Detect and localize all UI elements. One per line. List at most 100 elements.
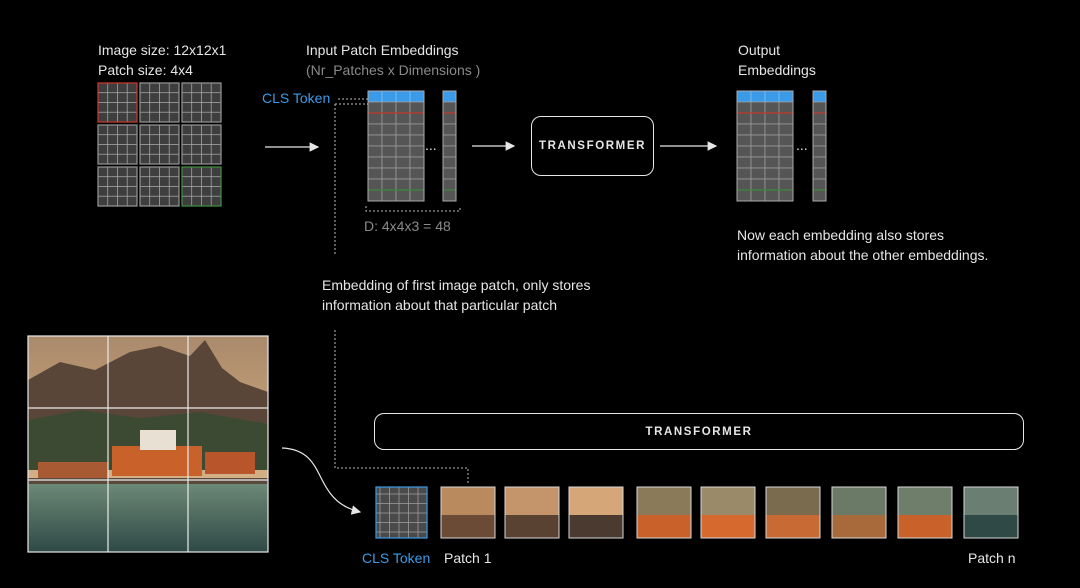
embedding-cell	[778, 145, 794, 158]
patch-1-label: Patch 1	[444, 550, 492, 566]
input-embeddings-title: Input Patch Embeddings	[306, 42, 459, 58]
embedding-cell	[442, 101, 457, 114]
bottom-transformer-box: TRANSFORMER	[374, 413, 1024, 450]
embedding-cell	[395, 123, 411, 136]
embedding-cell	[750, 112, 766, 125]
image-patch	[97, 82, 138, 123]
embedding-cell	[367, 134, 383, 147]
bottom-cls-token-label: CLS Token	[362, 550, 431, 566]
embedding-cell	[750, 189, 766, 202]
embedding-cell	[381, 167, 397, 180]
embedding-cell	[442, 156, 457, 169]
cls-token-patch	[375, 486, 428, 539]
embedding-cell	[812, 112, 827, 125]
embedding-cell	[736, 101, 752, 114]
image-patch-tile	[897, 486, 953, 539]
embedding-cell	[409, 189, 425, 202]
embedding-cell	[409, 101, 425, 114]
embedding-cell	[381, 189, 397, 202]
embedding-cell	[409, 167, 425, 180]
first-patch-dotted-line	[334, 330, 469, 484]
image-patch	[97, 124, 138, 165]
image-patch	[139, 124, 180, 165]
output-embedding-last-column	[812, 90, 827, 202]
image-patch-tile	[636, 486, 692, 539]
embedding-cell	[812, 134, 827, 147]
embedding-cell	[778, 90, 794, 103]
embedding-cell	[367, 156, 383, 169]
embedding-cell	[409, 134, 425, 147]
embedding-cell	[750, 123, 766, 136]
input-embeddings-subtitle: (Nr_Patches x Dimensions )	[306, 62, 481, 78]
embedding-cell	[750, 145, 766, 158]
output-title-line-1: Output	[738, 42, 781, 58]
image-patch-tile	[831, 486, 887, 539]
ellipsis: ...	[425, 137, 437, 153]
embedding-cell	[381, 134, 397, 147]
embedding-cell	[778, 167, 794, 180]
image-patch-tile	[963, 486, 1019, 539]
output-ellipsis: ...	[796, 137, 808, 153]
embedding-cell	[381, 156, 397, 169]
embedding-cell	[812, 90, 827, 103]
embedding-cell	[778, 134, 794, 147]
embedding-cell	[381, 112, 397, 125]
embedding-cell	[764, 156, 780, 169]
embedding-cell	[442, 145, 457, 158]
embedding-cell	[812, 178, 827, 191]
patch-n-label: Patch n	[968, 550, 1016, 566]
input-embedding-last-column	[442, 90, 457, 202]
embedding-cell	[395, 167, 411, 180]
image-patch-tile	[568, 486, 624, 539]
embedding-cell	[409, 90, 425, 103]
embedding-cell	[395, 189, 411, 202]
output-embedding-matrix	[736, 90, 794, 202]
embedding-cell	[381, 145, 397, 158]
dimension-label: D: 4x4x3 = 48	[364, 218, 451, 234]
transformer-box: TRANSFORMER	[531, 116, 654, 176]
embedding-cell	[750, 134, 766, 147]
embedding-cell	[736, 156, 752, 169]
embedding-cell	[812, 156, 827, 169]
embedding-cell	[778, 156, 794, 169]
embedding-cell	[750, 167, 766, 180]
image-patch	[181, 166, 222, 207]
image-patch	[97, 166, 138, 207]
d-bracket	[365, 206, 461, 212]
embedding-cell	[442, 90, 457, 103]
patch-sequence	[440, 486, 1019, 539]
image-patch-tile	[765, 486, 821, 539]
embedding-cell	[367, 123, 383, 136]
embedding-cell	[778, 123, 794, 136]
embedding-cell	[750, 101, 766, 114]
embedding-cell	[764, 189, 780, 202]
image-patch-tile	[700, 486, 756, 539]
embedding-cell	[409, 112, 425, 125]
embedding-cell	[367, 189, 383, 202]
embedding-cell	[381, 101, 397, 114]
embedding-cell	[778, 112, 794, 125]
embedding-cell	[367, 178, 383, 191]
embedding-cell	[442, 178, 457, 191]
output-title-line-2: Embeddings	[738, 62, 816, 78]
embedding-cell	[764, 101, 780, 114]
embedding-cell	[812, 145, 827, 158]
embedding-cell	[736, 167, 752, 180]
patch-size-label: Patch size: 4x4	[98, 62, 193, 78]
embedding-cell	[736, 178, 752, 191]
embedding-cell	[409, 123, 425, 136]
embedding-cell	[409, 145, 425, 158]
embedding-cell	[395, 101, 411, 114]
embedding-cell	[381, 178, 397, 191]
image-patch	[139, 166, 180, 207]
embedding-cell	[442, 167, 457, 180]
embedding-cell	[367, 112, 383, 125]
embedding-cell	[764, 123, 780, 136]
embedding-cell	[764, 134, 780, 147]
embedding-cell	[442, 112, 457, 125]
embedding-cell	[736, 189, 752, 202]
embedding-cell	[381, 123, 397, 136]
embedding-cell	[736, 134, 752, 147]
image-patch	[181, 124, 222, 165]
embedding-cell	[750, 178, 766, 191]
